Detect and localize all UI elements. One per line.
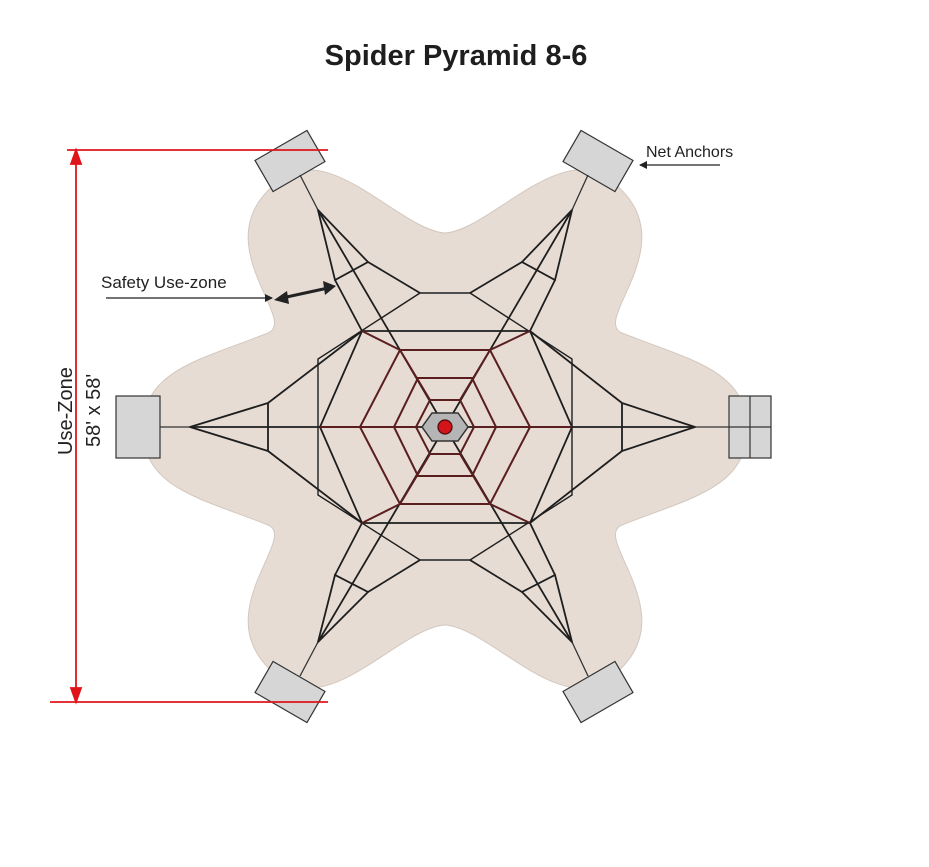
safety-use-zone-label: Safety Use-zone bbox=[101, 273, 227, 292]
inner-net bbox=[320, 330, 572, 524]
net-anchors-label: Net Anchors bbox=[646, 144, 733, 161]
use-zone-label: Use-Zone bbox=[55, 367, 77, 455]
anchor-chains bbox=[160, 174, 729, 677]
center-hub bbox=[421, 412, 469, 442]
anchor-block-icon bbox=[115, 129, 772, 724]
use-zone-size-label: 58' x 58' bbox=[83, 374, 105, 447]
double-arrow-icon bbox=[274, 281, 336, 304]
use-zone-dimension bbox=[50, 147, 328, 705]
page-title: Spider Pyramid 8-6 bbox=[324, 40, 588, 72]
